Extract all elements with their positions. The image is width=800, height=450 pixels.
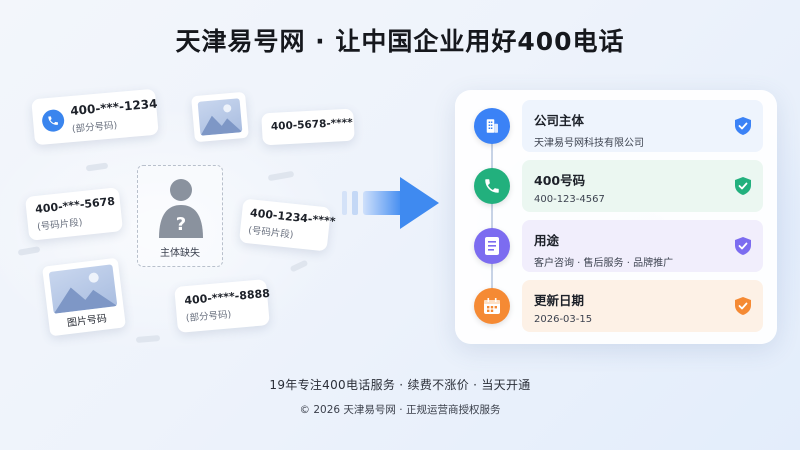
building-icon	[474, 108, 510, 144]
shield-check-icon	[735, 177, 751, 195]
number-card-5: 400-****-8888 (部分号码)	[174, 279, 270, 333]
missing-subject-label: 主体缺失	[160, 248, 200, 259]
step-value: 客户咨询 · 售后服务 · 品牌推广	[534, 258, 674, 269]
step-value: 400-123-4567	[534, 194, 605, 205]
document-icon	[474, 228, 510, 264]
number-card-1: 400-***-1234 (部分号码)	[31, 88, 159, 146]
shield-check-icon	[735, 297, 751, 315]
phone-icon	[474, 168, 510, 204]
verified-info-panel: 公司主体 天津易号网科技有限公司 400号码 400-123-4567 用途 客…	[455, 90, 777, 344]
number-card-2: 400-5678-****	[261, 108, 355, 146]
number-note: (部分号码)	[185, 309, 232, 325]
person-unknown-icon: ?	[156, 176, 206, 240]
arrow-right-icon	[342, 175, 440, 231]
step-value: 2026-03-15	[534, 314, 593, 325]
shield-check-icon	[735, 117, 751, 135]
page-title: 天津易号网 · 让中国企业用好400电话	[175, 27, 625, 56]
image-card-top	[191, 91, 249, 143]
step-usage: 用途 客户咨询 · 售后服务 · 品牌推广	[522, 220, 763, 272]
step-update-date: 更新日期 2026-03-15	[522, 280, 763, 332]
image-icon	[48, 264, 118, 314]
shield-check-icon	[735, 237, 751, 255]
step-title: 公司主体	[534, 113, 585, 128]
step-title: 400号码	[534, 173, 586, 188]
image-icon	[197, 98, 243, 136]
image-number-card: 图片号码	[42, 257, 126, 337]
calendar-icon	[474, 288, 510, 324]
step-value: 天津易号网科技有限公司	[534, 138, 644, 149]
svg-text:?: ?	[176, 214, 186, 235]
step-company: 公司主体 天津易号网科技有限公司	[522, 100, 763, 152]
timeline-line	[491, 126, 493, 306]
number-text: 400-5678-****	[270, 116, 353, 133]
step-title: 用途	[534, 233, 560, 248]
step-number: 400号码 400-123-4567	[522, 160, 763, 212]
footer-tagline: 19年专注400电话服务 · 续费不涨价 · 当天开通	[269, 378, 531, 392]
phone-icon	[41, 108, 66, 133]
step-title: 更新日期	[534, 293, 585, 308]
number-card-4: 400-1234-**** (号码片段)	[238, 198, 336, 252]
footer-copyright: © 2026 天津易号网 · 正规运营商授权服务	[299, 404, 501, 416]
missing-subject-box: ? 主体缺失	[137, 165, 223, 267]
